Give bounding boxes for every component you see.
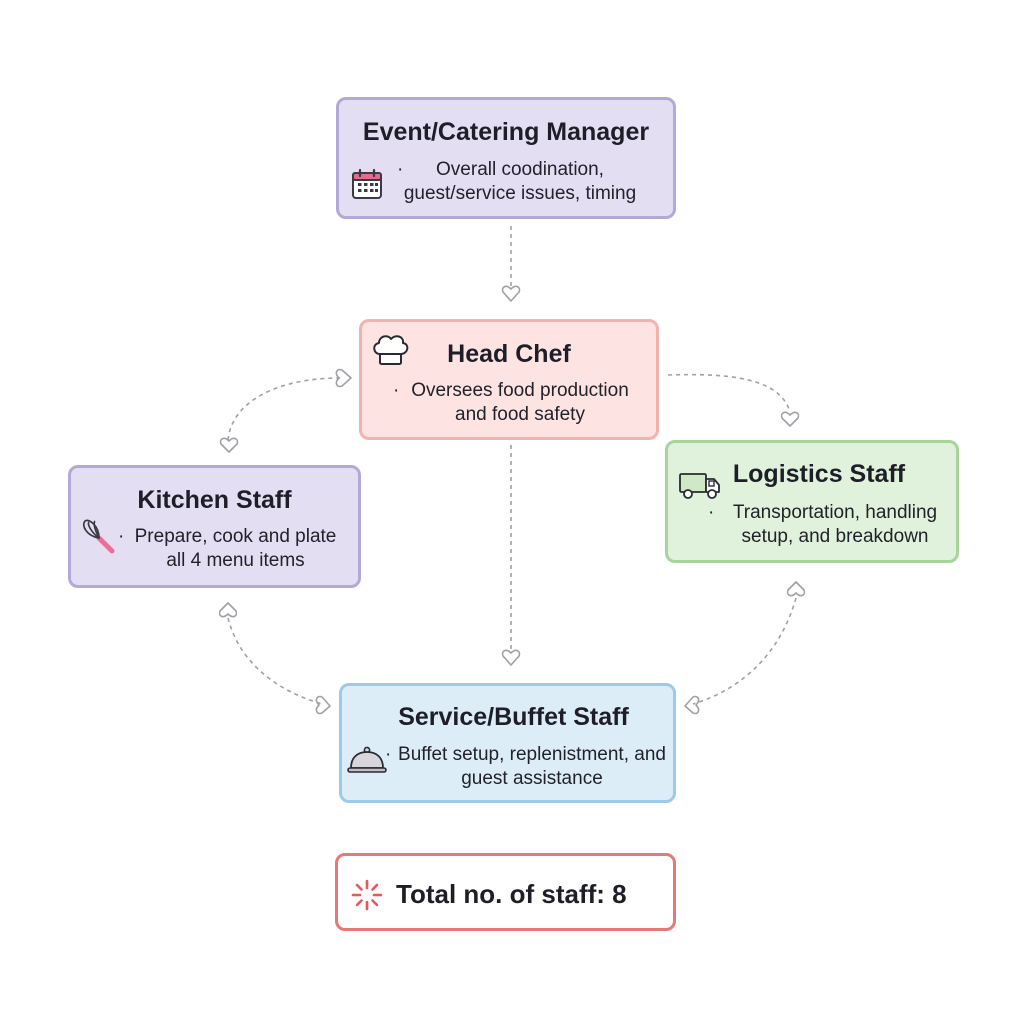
arrowhead-manager-to-chef (501, 285, 521, 302)
arrowhead-chef-to-logistics (780, 411, 800, 427)
node-head-chef: Head Chef · Oversees food production and… (359, 319, 659, 440)
bullet: · (385, 744, 392, 765)
bullet: · (708, 502, 715, 523)
cloche-icon (346, 744, 388, 781)
description-line: Prepare, cook and plate (134, 526, 337, 547)
connector-logistics-to-service (692, 597, 797, 705)
description-line: and food safety (455, 404, 585, 425)
node-description: Buffet setup, replenistment, and guest a… (392, 743, 672, 791)
node-title: Logistics Staff (732, 460, 906, 488)
bullet: · (118, 526, 125, 547)
node-logistics-staff: Logistics Staff · Transportation, handli… (665, 440, 959, 563)
node-title: Event/Catering Manager (362, 118, 650, 146)
node-description: Transportation, handling setup, and brea… (716, 501, 954, 549)
chef-hat-icon (370, 332, 410, 373)
description-line: guest/service issues, timing (403, 183, 637, 204)
bullet: · (397, 159, 404, 180)
description-line: setup, and breakdown (741, 526, 929, 547)
node-event-catering-manager: Event/Catering Manager · Overall coodina… (336, 97, 676, 219)
node-title: Kitchen Staff (137, 486, 292, 514)
arrowhead-kitchen-to-service (315, 695, 331, 715)
node-title: Head Chef (447, 340, 571, 368)
node-description: Prepare, cook and plate all 4 menu items (123, 525, 348, 573)
arrowhead-logistics-to-service (684, 695, 700, 715)
node-kitchen-staff: Kitchen Staff · Prepare, cook and plate … (68, 465, 361, 588)
node-description: Oversees food production and food safety (398, 379, 642, 427)
description-line: all 4 menu items (166, 550, 305, 571)
description-line: Buffet setup, replenistment, and (398, 744, 666, 765)
description-line: Oversees food production (411, 380, 629, 401)
arrowhead-kitchen-from-service (218, 602, 238, 618)
whisk-icon (79, 516, 119, 561)
truck-icon (678, 470, 722, 507)
calendar-icon (350, 167, 384, 206)
sparkle-icon (350, 878, 384, 917)
bullet: · (393, 380, 400, 401)
arrowhead-chef-to-service (501, 649, 521, 666)
total-staff-box: Total no. of staff: 8 (335, 853, 676, 931)
arrowhead-kitchen-from-chef (219, 437, 239, 453)
arrowhead-logistics-from-service (786, 581, 806, 597)
connector-kitchen-to-service (227, 617, 323, 705)
node-description: Overall coodination, guest/service issue… (395, 158, 645, 206)
arrowhead-kitchen-to-chef (335, 368, 352, 388)
description-line: Overall coodination, (436, 159, 604, 180)
connector-chef-to-logistics (667, 373, 791, 413)
node-service-buffet-staff: Service/Buffet Staff · Buffet setup, rep… (339, 683, 676, 803)
description-line: guest assistance (461, 768, 603, 789)
total-staff-label: Total no. of staff: 8 (396, 879, 627, 909)
node-title: Service/Buffet Staff (398, 703, 629, 731)
connector-kitchen-to-chef (227, 377, 341, 441)
description-line: Transportation, handling (732, 502, 938, 523)
